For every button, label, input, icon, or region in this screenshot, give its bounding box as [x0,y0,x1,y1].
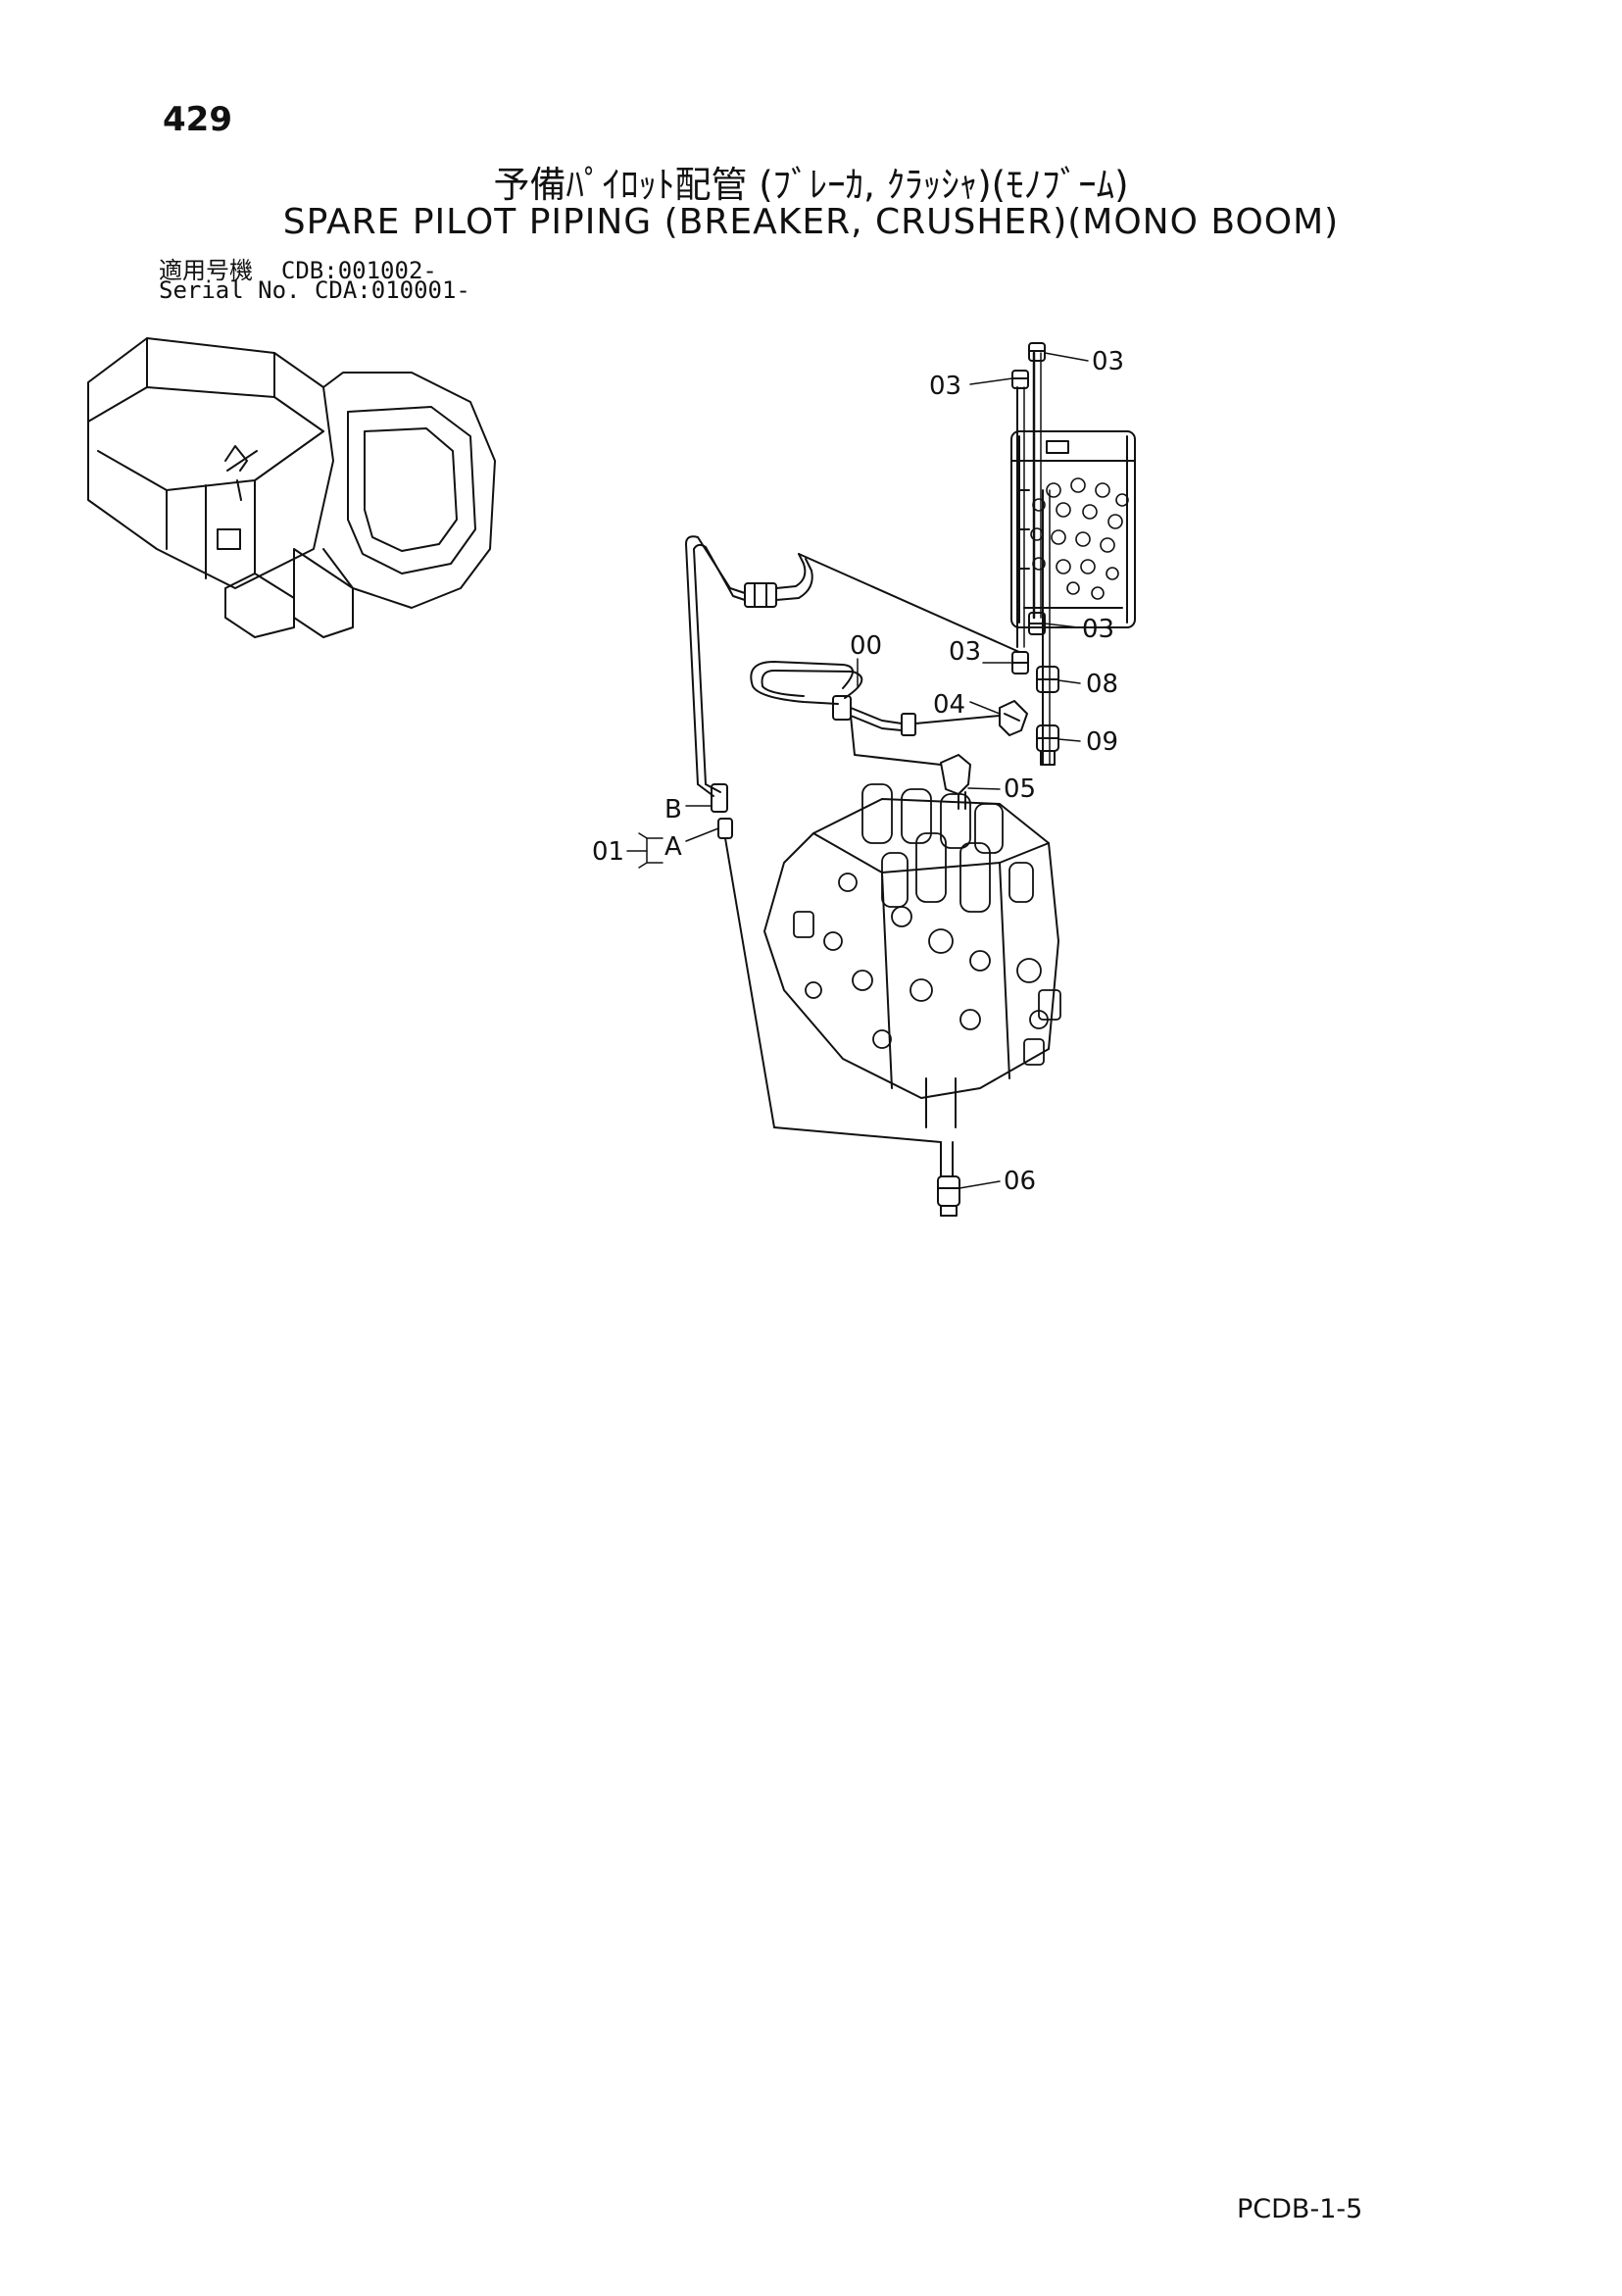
callout-05: 05 [1004,774,1036,804]
main-control-valve [763,783,1061,1128]
callout-01: 01 [592,837,624,867]
fitting-09 [1036,724,1059,766]
callout-09: 09 [1086,727,1118,757]
leader-lines [626,352,1089,1189]
callout-03-lower: 03 [949,637,981,667]
fitting-03-top [1028,342,1046,362]
elbow-fitting-04 [999,700,1028,736]
callout-08: 08 [1086,670,1118,699]
serial-number-range: Serial No. CDA:010001- [159,276,470,304]
page-title-japanese: 予備ﾊﾟｲﾛｯﾄ配管 (ﾌﾞﾚｰｶ, ｸﾗｯｼｬ)(ﾓﾉﾌﾞｰﾑ) [493,164,1129,206]
footer-page-code: PCDB-1-5 [1237,2194,1363,2224]
callout-03-upper: 03 [929,372,961,401]
fitting-03-upper [1011,370,1029,389]
callout-06: 06 [1004,1167,1036,1196]
page-title-english: SPARE PILOT PIPING (BREAKER, CRUSHER)(MO… [282,202,1340,242]
pilot-valve-block [1010,430,1136,628]
excavator-overview-sketch [87,337,496,638]
callout-01-b: B [664,795,682,824]
fitting-06 [937,1175,960,1217]
fitting-08 [1036,666,1059,693]
hose-00 [750,661,1001,766]
fitting-03-lower [1011,651,1029,674]
applicable-serial-range: 適用号機 CDB:001002- [159,257,437,284]
callout-01-a: A [664,832,682,862]
callout-04: 04 [933,690,965,720]
callout-00: 00 [850,631,882,661]
callout-03-mid: 03 [1082,615,1114,644]
callout-03-top: 03 [1092,347,1124,376]
page-number: 429 [163,100,232,139]
